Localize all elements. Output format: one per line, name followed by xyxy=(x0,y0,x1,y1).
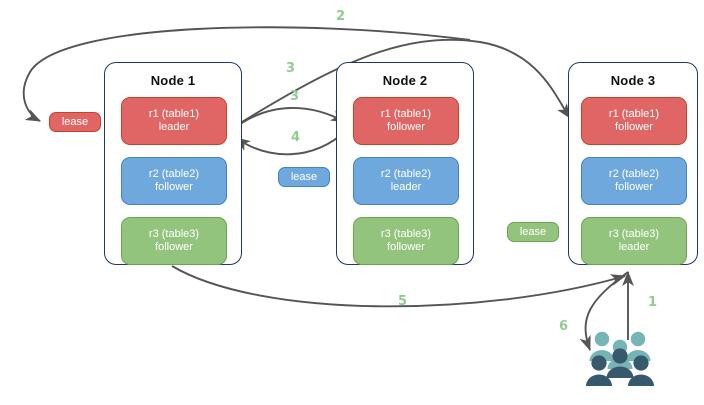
node-1-range-r1[interactable]: r1 (table1) leader xyxy=(121,97,227,145)
step-label-2: 2 xyxy=(336,9,346,24)
range-role: follower xyxy=(387,121,425,133)
range-name: r3 (table3) xyxy=(380,228,432,240)
node-3-range-r3[interactable]: r3 (table3) leader xyxy=(581,217,687,265)
users-group-icon xyxy=(586,330,656,388)
lease-badge-blue[interactable]: lease xyxy=(278,167,330,187)
node-3-range-r2[interactable]: r2 (table2) follower xyxy=(581,157,687,205)
node-1-range-r3[interactable]: r3 (table3) follower xyxy=(121,217,227,265)
node-3-container[interactable]: Node 3 r1 (table1) follower r2 (table2) … xyxy=(568,62,698,265)
node-3-title: Node 3 xyxy=(610,73,656,88)
node-3-range-r1[interactable]: r1 (table1) follower xyxy=(581,97,687,145)
node-2-range-r3[interactable]: r3 (table3) follower xyxy=(353,217,459,265)
range-role: leader xyxy=(158,121,190,133)
range-name: r3 (table3) xyxy=(608,228,660,240)
range-role: leader xyxy=(618,241,650,253)
range-name: r2 (table2) xyxy=(608,168,660,180)
node-2-container[interactable]: Node 2 r1 (table1) follower r2 (table2) … xyxy=(336,62,474,265)
lease-badge-green[interactable]: lease xyxy=(507,222,559,242)
edge-3-n1-n2 xyxy=(231,107,347,131)
node-2-title: Node 2 xyxy=(382,73,428,88)
range-name: r1 (table1) xyxy=(608,108,660,120)
range-name: r2 (table2) xyxy=(380,168,432,180)
step-label-1: 1 xyxy=(648,295,658,310)
node-2-range-r2[interactable]: r2 (table2) leader xyxy=(353,157,459,205)
range-role: follower xyxy=(615,121,653,133)
range-name: r3 (table3) xyxy=(148,228,200,240)
step-label-6: 6 xyxy=(559,319,569,334)
range-name: r1 (table1) xyxy=(380,108,432,120)
range-role: follower xyxy=(615,181,653,193)
range-name: r1 (table1) xyxy=(148,108,200,120)
lease-badge-red[interactable]: lease xyxy=(49,112,101,132)
range-role: follower xyxy=(155,181,193,193)
node-1-container[interactable]: Node 1 r1 (table1) leader r2 (table2) fo… xyxy=(104,62,242,265)
step-label-3b: 3 xyxy=(290,89,300,104)
range-role: follower xyxy=(387,241,425,253)
node-1-range-r2[interactable]: r2 (table2) follower xyxy=(121,157,227,205)
node-2-range-r1[interactable]: r1 (table1) follower xyxy=(353,97,459,145)
step-label-4: 4 xyxy=(291,130,301,145)
range-name: r2 (table2) xyxy=(148,168,200,180)
step-label-3a: 3 xyxy=(286,61,296,76)
node-1-title: Node 1 xyxy=(150,73,196,88)
step-label-5: 5 xyxy=(398,294,408,309)
range-role: leader xyxy=(390,181,422,193)
range-role: follower xyxy=(155,241,193,253)
